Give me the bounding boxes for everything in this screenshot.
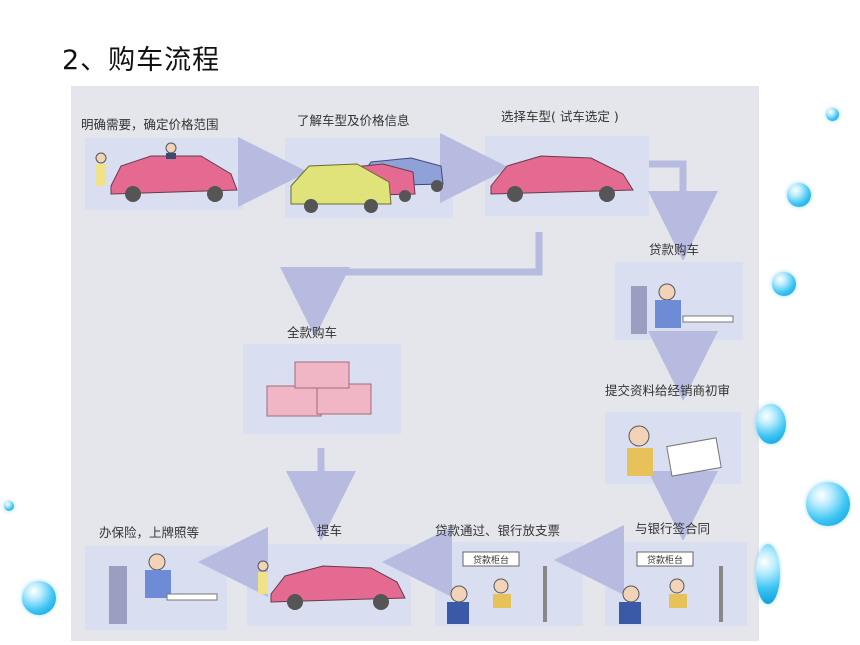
step-label-submit-docs: 提交资料给经销商初审	[605, 383, 731, 398]
flowchart-diagram: 贷款柜台 贷款柜台	[85, 133, 747, 630]
insurance-man-illustration	[109, 553, 218, 624]
arrow-3-full	[280, 232, 543, 337]
step-label-pick-up: 提车	[317, 523, 343, 538]
step-label-full-payment: 全款购车	[287, 325, 338, 340]
bubble-decoration	[826, 108, 839, 121]
bank-window-sign-2: 贷款柜台	[647, 554, 683, 566]
step-label-insurance: 办保险，上牌照等	[99, 525, 200, 540]
page-title: 2、购车流程	[62, 45, 221, 76]
man-at-desk-illustration	[631, 283, 734, 334]
car-pickup-illustration	[257, 560, 406, 610]
bubble-decoration	[806, 482, 850, 526]
arrow-3-loan	[648, 160, 718, 261]
step-label-loan-approved: 贷款通过、银行放支票	[435, 523, 561, 538]
three-cars-illustration	[290, 157, 444, 213]
bank-window-sign: 贷款柜台	[473, 554, 509, 566]
flowchart-photo: 贷款柜台 贷款柜台	[71, 86, 759, 641]
cash-stacks-illustration	[266, 361, 372, 417]
step-label-3: 选择车型( 试车选定 )	[501, 109, 619, 124]
woman-with-document-illustration	[627, 425, 722, 477]
step-label-2: 了解车型及价格信息	[297, 113, 410, 128]
bubble-decoration	[22, 581, 56, 615]
bubble-decoration	[4, 501, 14, 511]
car-with-people-illustration	[95, 142, 238, 202]
step-label-1: 明确需要，确定价格范围	[81, 117, 219, 132]
bank-counter-illustration: 贷款柜台	[447, 551, 547, 624]
bank-contract-illustration: 贷款柜台	[619, 551, 723, 624]
step-label-sign-contract: 与银行签合同	[635, 521, 711, 536]
bubble-decoration	[772, 272, 796, 296]
pink-car-illustration	[490, 155, 634, 202]
bubble-decoration	[787, 183, 811, 207]
step-label-loan: 贷款购车	[649, 242, 700, 257]
bubble-decoration	[756, 404, 786, 444]
bubble-decoration	[756, 544, 780, 604]
